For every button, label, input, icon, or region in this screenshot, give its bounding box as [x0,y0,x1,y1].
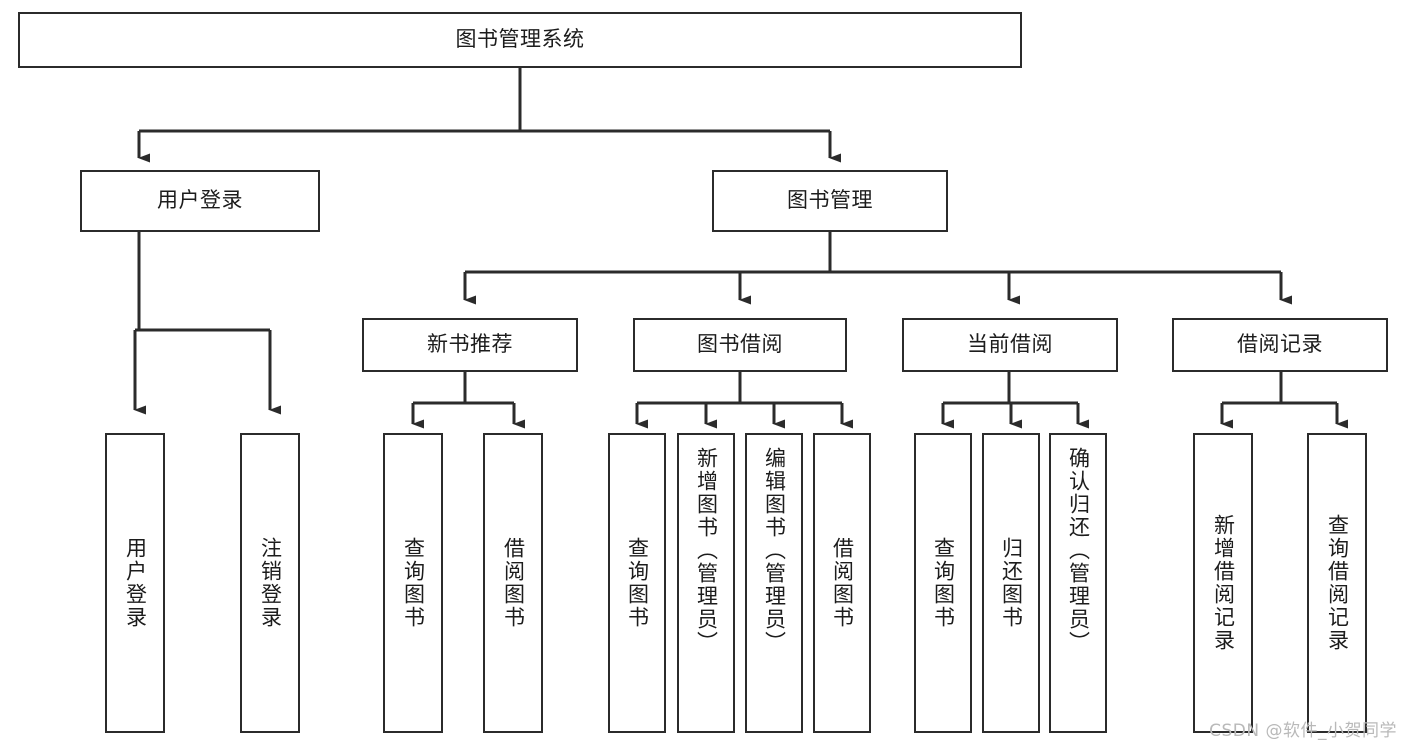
leaf-current-query-book[interactable]: 查询图书 [914,433,972,733]
node-new-book-recommend[interactable]: 新书推荐 [362,318,578,372]
node-borrow-record[interactable]: 借阅记录 [1172,318,1388,372]
leaf-borrow-borrow-book[interactable]: 借阅图书 [813,433,871,733]
leaf-borrow-add-book-admin[interactable]: 新增图书（管理员） [677,433,735,733]
node-root-book-management-system[interactable]: 图书管理系统 [18,12,1022,68]
node-user-login[interactable]: 用户登录 [80,170,320,232]
leaf-borrow-query-book[interactable]: 查询图书 [608,433,666,733]
leaf-recommend-query-book[interactable]: 查询图书 [383,433,443,733]
leaf-current-return-book[interactable]: 归还图书 [982,433,1040,733]
leaf-user-login-signin[interactable]: 用户登录 [105,433,165,733]
node-current-borrow[interactable]: 当前借阅 [902,318,1118,372]
leaf-current-confirm-return-admin[interactable]: 确认归还（管理员） [1049,433,1107,733]
leaf-borrow-edit-book-admin[interactable]: 编辑图书（管理员） [745,433,803,733]
leaf-recommend-borrow-book[interactable]: 借阅图书 [483,433,543,733]
node-book-borrow[interactable]: 图书借阅 [633,318,847,372]
leaf-user-login-signout[interactable]: 注销登录 [240,433,300,733]
node-book-management[interactable]: 图书管理 [712,170,948,232]
leaf-record-query-record[interactable]: 查询借阅记录 [1307,433,1367,733]
leaf-record-add-record[interactable]: 新增借阅记录 [1193,433,1253,733]
